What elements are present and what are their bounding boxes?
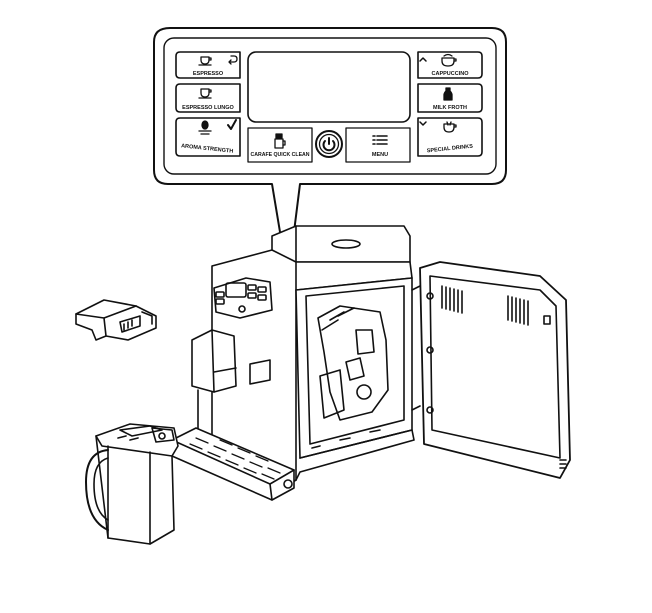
cappuccino-button[interactable]: CAPPUCCINO: [417, 51, 483, 79]
aroma-strength-button[interactable]: AROMA STRENGTH: [175, 117, 241, 157]
espresso-lungo-button[interactable]: ESPRESSO LUNGO: [175, 83, 241, 113]
special-drinks-button[interactable]: SPECIAL DRINKS: [417, 117, 483, 157]
menu-label: MENU: [372, 152, 388, 158]
drip-tray: [171, 427, 295, 501]
milk-bottle-icon: [443, 87, 453, 101]
espresso-cup-icon: [198, 56, 212, 66]
cappuccino-label: CAPPUCCINO: [432, 71, 470, 77]
right-buttons: CAPPUCCINO MILK FROTH SPECIAL DRINKS: [417, 51, 483, 157]
espresso-button[interactable]: ESPRESSO: [175, 51, 241, 79]
espresso-label: ESPRESSO: [193, 71, 224, 77]
power-button[interactable]: [315, 130, 343, 158]
menu-button[interactable]: MENU: [345, 127, 411, 163]
milk-carafe: [85, 423, 179, 545]
espresso-lungo-label: ESPRESSO LUNGO: [182, 105, 234, 111]
chevron-up-icon: [419, 57, 427, 62]
coffee-machine: [191, 225, 415, 489]
milk-froth-label: MILK FROTH: [433, 105, 467, 111]
carafe-quick-clean-button[interactable]: CARAFE QUICK CLEAN: [247, 127, 313, 163]
checkmark-icon: [227, 119, 237, 130]
service-door: [411, 261, 571, 479]
carafe-quick-clean-label: CARAFE QUICK CLEAN: [250, 152, 309, 158]
cappuccino-cup-icon: [441, 53, 457, 67]
power-icon: [322, 137, 336, 152]
bottom-buttons: CARAFE QUICK CLEAN MENU: [247, 127, 411, 163]
special-cup-icon: [443, 121, 457, 133]
coffee-bean-icon: [198, 120, 212, 135]
display-screen: [247, 51, 411, 123]
milk-froth-module: [75, 299, 157, 341]
left-buttons: ESPRESSO ESPRESSO LUNGO AROMA STRENGTH: [175, 51, 241, 157]
milk-froth-button[interactable]: MILK FROTH: [417, 83, 483, 113]
carafe-clean-icon: [274, 133, 286, 149]
return-arrow-icon: [228, 55, 238, 65]
menu-icon: [372, 135, 388, 145]
aroma-strength-label: AROMA STRENGTH: [181, 143, 234, 154]
lungo-cup-icon: [198, 88, 212, 99]
special-drinks-label: SPECIAL DRINKS: [427, 144, 474, 155]
chevron-down-icon: [419, 121, 427, 126]
